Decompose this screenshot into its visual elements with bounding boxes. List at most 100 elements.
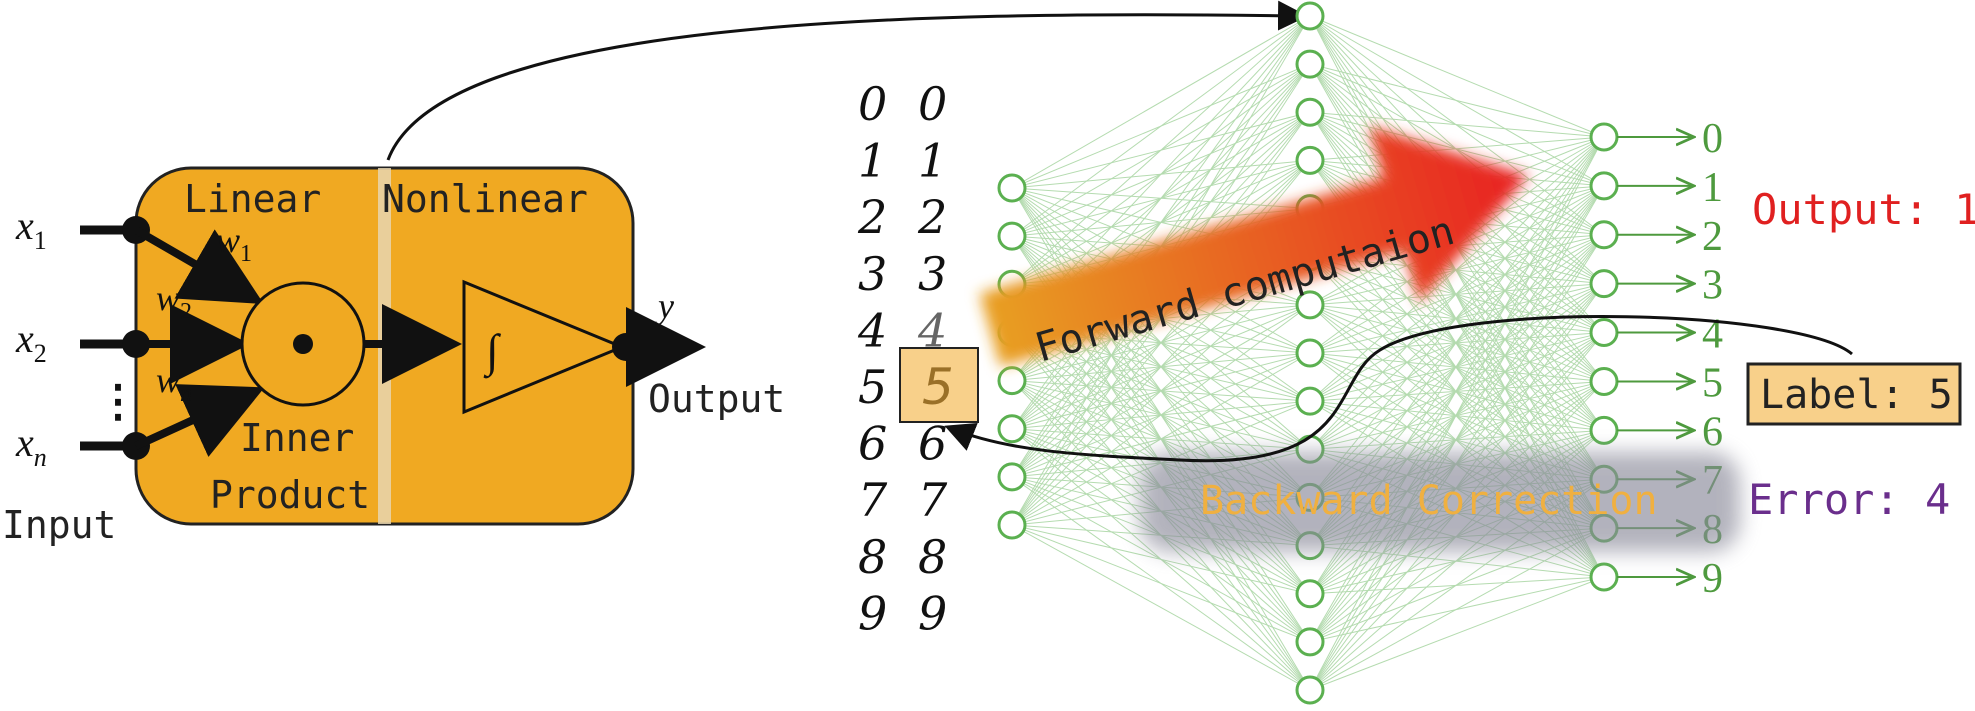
edge (1309, 15, 1605, 529)
output-result: Output: 1 (1752, 185, 1975, 234)
edge (1011, 380, 1311, 450)
edge (1011, 352, 1311, 526)
edge (1309, 332, 1605, 450)
input-ellipsis: ⋮ (96, 377, 140, 426)
edge (1309, 283, 1605, 402)
edge (1309, 304, 1605, 480)
output-neuron (1589, 318, 1619, 348)
weight-label-1: w1 (216, 220, 252, 267)
edge (1309, 136, 1605, 498)
input-neuron (997, 414, 1027, 444)
edge (1309, 400, 1605, 431)
edge (1309, 304, 1605, 382)
neuron-to-network-arrow (386, 0, 1308, 161)
edge (1309, 111, 1605, 480)
edge (1309, 576, 1605, 643)
output-neuron (1589, 269, 1619, 299)
weight-label-2: w2 (156, 278, 192, 325)
edge (1011, 111, 1311, 237)
digit-b-1: 1 (918, 134, 947, 188)
edge (1011, 524, 1311, 643)
digit-a-2: 2 (857, 190, 887, 244)
hidden-neuron (1295, 1, 1325, 31)
edge (1309, 352, 1605, 382)
activation-triangle (462, 279, 626, 415)
edge (1309, 185, 1605, 354)
output-neuron (1589, 220, 1619, 250)
output-digit-6: 6 (1702, 409, 1723, 455)
edge (1011, 476, 1311, 643)
edge (1309, 234, 1605, 306)
output-digit-9: 9 (1702, 556, 1723, 602)
edge (1309, 136, 1605, 161)
edge (1309, 63, 1605, 236)
linear-label: Linear (184, 177, 321, 221)
input-neuron (997, 173, 1027, 203)
digit-a-6: 6 (858, 417, 887, 471)
edge (1309, 136, 1605, 691)
output-digit-5: 5 (1702, 360, 1723, 406)
digit-a-4: 4 (857, 303, 887, 357)
edge (1011, 524, 1311, 595)
edge (1011, 63, 1311, 285)
nonlinear-label: Nonlinear (382, 177, 588, 221)
output-digit-4: 4 (1702, 312, 1723, 358)
input-var-1: x1 (15, 203, 47, 255)
digit-a-1: 1 (858, 134, 887, 188)
edge (1309, 256, 1605, 334)
input-neuron (997, 366, 1027, 396)
edge (1011, 63, 1311, 237)
forward-arrow (979, 125, 1529, 367)
edge (1011, 63, 1311, 189)
edge (1309, 111, 1605, 431)
edge (1309, 111, 1605, 138)
edge (1309, 304, 1605, 334)
hidden-neuron (1295, 627, 1325, 657)
output-neuron (1589, 122, 1619, 152)
label-result: Label: 5 (1760, 372, 1953, 418)
hidden-neuron (1295, 386, 1325, 416)
edge (1011, 352, 1311, 430)
edge (1011, 111, 1311, 189)
digit-b-6: 6 (918, 417, 947, 471)
edge (1309, 15, 1605, 138)
digit-a-3: 3 (858, 247, 887, 301)
output-neuron (1589, 415, 1619, 445)
edge (1011, 187, 1311, 643)
edge (1011, 352, 1311, 382)
edge (1309, 256, 1605, 431)
edge (1309, 576, 1605, 595)
edge (1309, 283, 1605, 306)
edge (1309, 234, 1605, 354)
edge (1309, 185, 1605, 643)
product-label: Product (210, 473, 370, 517)
digit-b-3: 3 (918, 247, 947, 301)
edge (1309, 429, 1605, 450)
weight-label-n: wn (156, 360, 192, 407)
error-result: Error: 4 (1748, 475, 1950, 524)
edge (1309, 234, 1605, 643)
label-box (1746, 362, 1962, 426)
edge (1011, 304, 1311, 430)
edge (1011, 400, 1311, 478)
output-neuron (1589, 171, 1619, 201)
edge (1011, 380, 1311, 402)
inner-product-dot (293, 334, 313, 354)
integral-symbol: ∫ (483, 325, 501, 379)
digit-a-8: 8 (858, 530, 887, 584)
edge (1309, 15, 1605, 285)
edge (1011, 400, 1311, 430)
edge (1011, 159, 1311, 189)
edge (1309, 256, 1605, 480)
hidden-neuron (1295, 49, 1325, 79)
edge (1309, 283, 1605, 354)
edge (1309, 136, 1605, 643)
edge (1309, 185, 1605, 402)
edge (1309, 352, 1605, 431)
edge (1309, 15, 1605, 236)
edge (1309, 234, 1605, 450)
edge (1011, 331, 1311, 450)
digit-b-0: 0 (918, 77, 947, 131)
